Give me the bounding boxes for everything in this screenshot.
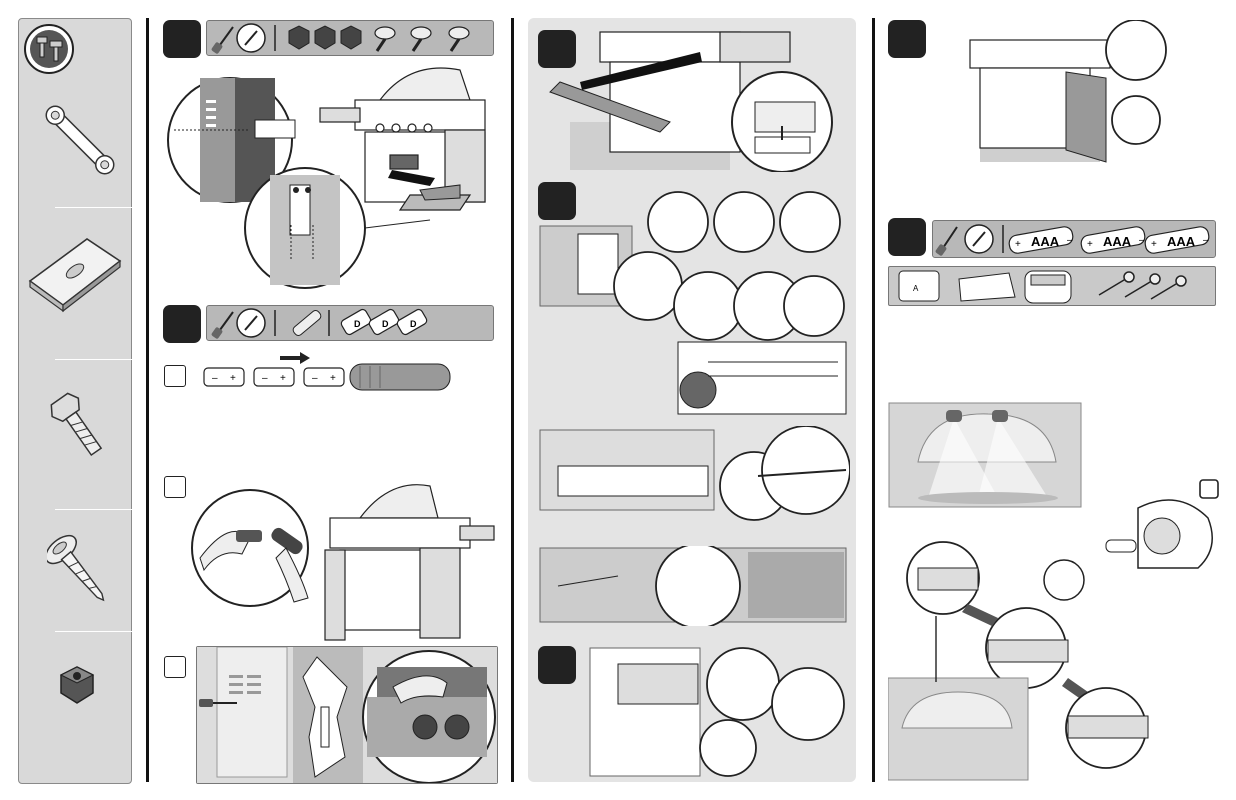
side-shelf-mount-illustration	[160, 60, 496, 296]
svg-text:+: +	[280, 373, 286, 384]
thermometer-install-illustration	[538, 186, 850, 418]
svg-text:D: D	[382, 319, 389, 329]
screwdriver-icon	[211, 26, 234, 54]
aaa-battery-label: AAA	[1031, 234, 1060, 249]
svg-text:+: +	[1087, 239, 1093, 250]
svg-text:–: –	[1067, 235, 1073, 246]
tools-bar	[206, 20, 494, 56]
d-battery-label: D	[354, 319, 361, 329]
sidebar-separator	[55, 631, 135, 632]
cage-nut-icon	[55, 663, 99, 707]
svg-text:–: –	[1139, 235, 1145, 246]
light-install-illustration	[888, 478, 1222, 782]
sidebar-separator	[55, 207, 135, 208]
lights-on-illustration	[888, 402, 1082, 508]
step-badge	[163, 20, 201, 58]
step-badge	[538, 30, 576, 68]
svg-text:+: +	[1015, 239, 1021, 250]
svg-text:–: –	[212, 373, 218, 384]
tools-bar: D D D	[206, 305, 494, 341]
screw-icon	[47, 529, 111, 613]
svg-text:–: –	[1203, 235, 1209, 246]
wrench-icon	[45, 95, 115, 185]
door-magnet-illustration	[940, 20, 1176, 168]
step-badge	[163, 305, 201, 343]
column-divider	[872, 18, 875, 782]
step-badge	[538, 182, 576, 220]
column-divider	[511, 18, 514, 782]
hardware-sidebar	[18, 18, 135, 784]
step-badge	[538, 646, 576, 684]
svg-text:AAA: AAA	[1167, 234, 1196, 249]
substep-checkbox-3[interactable]	[164, 656, 186, 678]
igniter-install-illustration	[190, 478, 498, 646]
parts-bar: A	[888, 266, 1216, 306]
substep-checkbox-2[interactable]	[164, 476, 186, 498]
svg-text:+: +	[1151, 239, 1157, 250]
svg-text:+: +	[230, 373, 236, 384]
hardware-logo-icon	[23, 23, 75, 75]
svg-text:D: D	[410, 319, 417, 329]
burner-wiring-illustration	[538, 546, 850, 626]
igniter-button-illustration	[196, 646, 498, 784]
drip-tray-install-illustration	[540, 22, 852, 172]
svg-text:–: –	[312, 373, 318, 384]
svg-text:AAA: AAA	[1103, 234, 1132, 249]
svg-text:–: –	[262, 373, 268, 384]
sidebar-separator	[55, 359, 135, 360]
step-badge	[888, 218, 926, 256]
tools-bar: AAA AAA AAA +– +– +–	[932, 220, 1216, 258]
bracket-plate-icon	[25, 219, 125, 319]
gas-connection-illustration	[588, 644, 850, 780]
rotisserie-illustration	[538, 426, 850, 526]
svg-text:A: A	[913, 284, 919, 293]
step-badge	[888, 20, 926, 58]
substep-checkbox-1[interactable]	[164, 365, 186, 387]
d-battery-insert-illustration: – + – + – +	[200, 348, 460, 392]
column-divider	[146, 18, 149, 782]
svg-text:+: +	[330, 373, 336, 384]
hex-bolt-icon	[49, 387, 109, 467]
sidebar-separator	[55, 509, 135, 510]
